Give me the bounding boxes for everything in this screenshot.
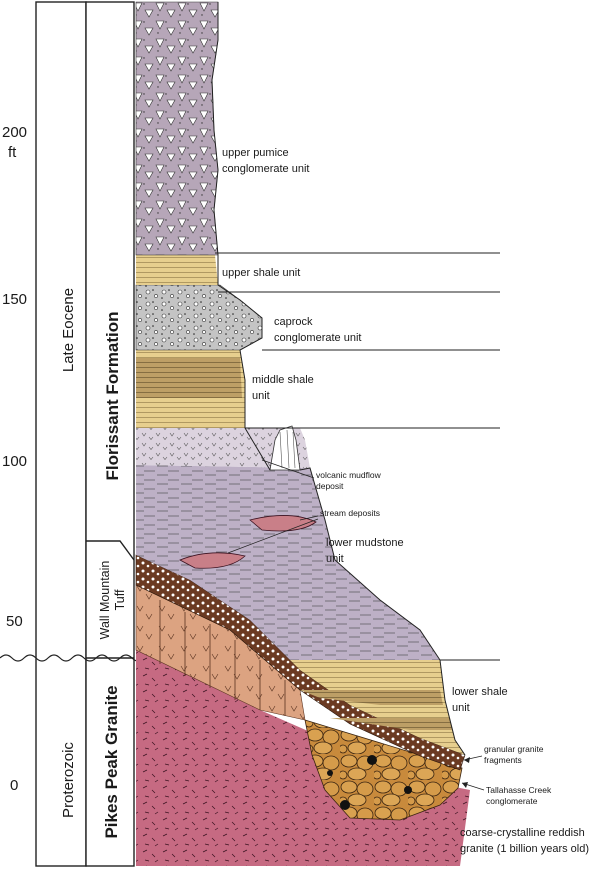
stream-deposit-lens-2 bbox=[249, 515, 317, 532]
label-upper-shale: upper shale unit bbox=[222, 267, 300, 279]
label-volcanic-mudflow-line2: deposit bbox=[316, 481, 344, 491]
label-upper-pumice-line1: upper pumice bbox=[222, 147, 289, 159]
era-late-eocene: Late Eocene bbox=[60, 288, 77, 372]
formation-florissant: Florissant Formation bbox=[103, 311, 122, 480]
scale-unit: ft bbox=[8, 144, 17, 161]
formation-pikes-peak: Pikes Peak Granite bbox=[102, 685, 121, 838]
height-scale: 200 ft 150 100 50 0 bbox=[2, 124, 27, 794]
label-coarse-granite-line1: coarse-crystalline reddish bbox=[460, 827, 585, 839]
label-granular-granite-line1: granular granite bbox=[484, 744, 544, 754]
caprock-conglomerate-layer bbox=[135, 284, 263, 351]
stream-deposit-lens-1 bbox=[179, 552, 246, 569]
upper-shale-layer bbox=[136, 255, 218, 285]
label-stream-deposits: stream deposits bbox=[320, 508, 380, 518]
label-lower-mudstone-line1: lower mudstone bbox=[326, 537, 404, 549]
scale-tick-150: 150 bbox=[2, 291, 27, 308]
cross-section bbox=[135, 1, 470, 866]
scale-tick-100: 100 bbox=[2, 453, 27, 470]
upper-pumice-layer bbox=[135, 1, 219, 256]
label-middle-shale-line2: unit bbox=[252, 390, 270, 402]
label-caprock-line2: conglomerate unit bbox=[274, 332, 361, 344]
label-tallahasse-line1: Tallahasse Creek bbox=[486, 785, 552, 795]
lower-shale-layer bbox=[290, 660, 465, 755]
label-volcanic-mudflow-line1: volcanic mudflow bbox=[316, 470, 382, 480]
unit-labels: upper pumice conglomerate unit upper sha… bbox=[222, 147, 589, 855]
label-granular-granite-line2: fragments bbox=[484, 755, 522, 765]
volcanic-mudflow-layer bbox=[136, 428, 310, 468]
lower-mudstone-layer bbox=[136, 465, 440, 660]
label-lower-mudstone-line2: unit bbox=[326, 553, 344, 565]
scale-tick-0: 0 bbox=[10, 777, 18, 794]
label-caprock-line1: caprock bbox=[274, 316, 313, 328]
label-middle-shale-line1: middle shale bbox=[252, 374, 314, 386]
arrow-volcanic-mudflow bbox=[261, 459, 315, 479]
label-lower-shale-line1: lower shale bbox=[452, 686, 508, 698]
boundary-lines bbox=[215, 252, 500, 661]
scale-tick-200: 200 bbox=[2, 124, 27, 141]
era-proterozoic: Proterozoic bbox=[60, 742, 77, 818]
stratigraphic-time-columns bbox=[0, 1, 145, 867]
formation-wall-mountain-line1: Wall Mountain bbox=[98, 561, 112, 640]
label-coarse-granite-line2: granite (1 billion years old) bbox=[460, 843, 589, 855]
label-lower-shale-line2: unit bbox=[452, 702, 470, 714]
label-tallahasse-line2: conglomerate bbox=[486, 796, 538, 806]
formation-wall-mountain-line2: Tuff bbox=[113, 589, 127, 610]
scale-tick-50: 50 bbox=[6, 613, 23, 630]
arrow-stream-deposits bbox=[227, 518, 319, 554]
label-upper-pumice-line2: conglomerate unit bbox=[222, 163, 309, 175]
